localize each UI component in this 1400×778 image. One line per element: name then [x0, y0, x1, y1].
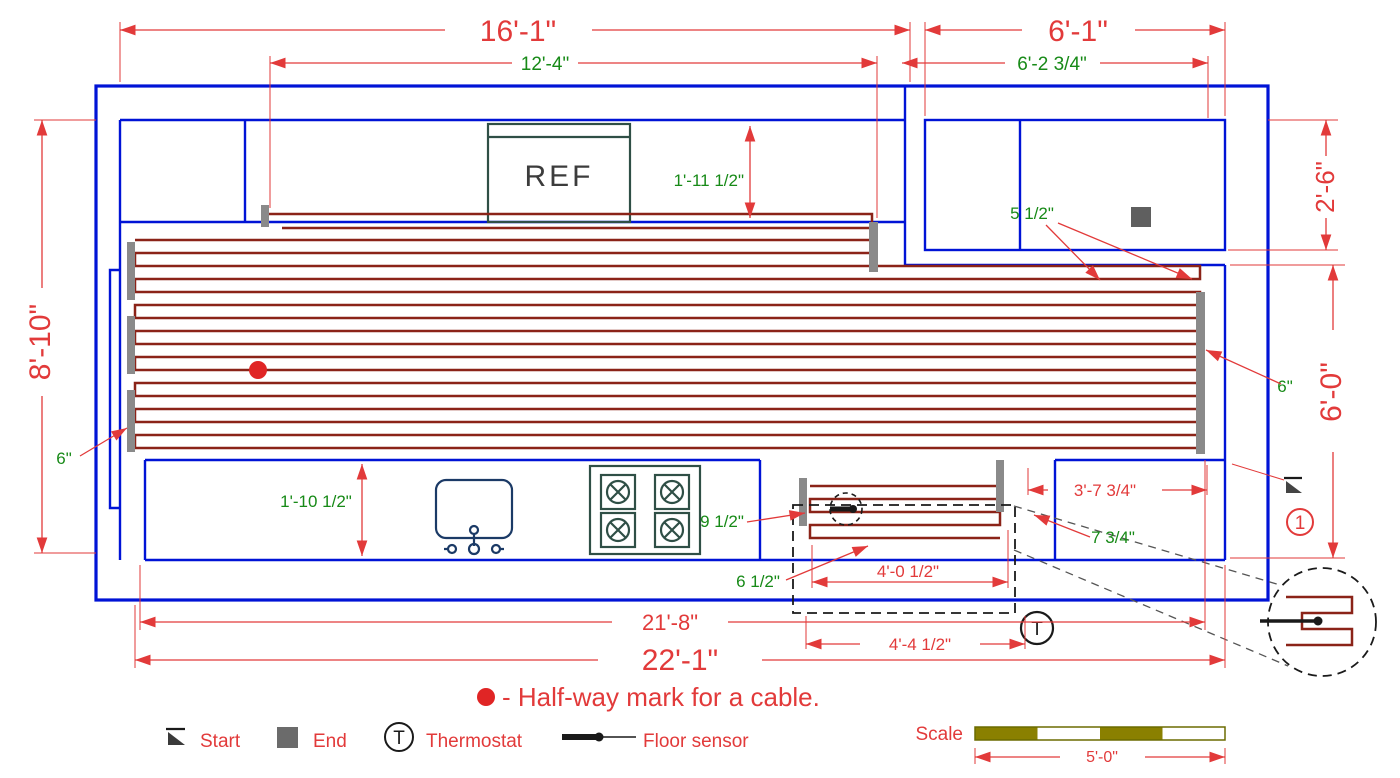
thermostat-zone — [792, 504, 1016, 614]
legend-thermostat-label: Thermostat — [426, 731, 523, 752]
dim-gap-small: 5 1/2" — [1010, 204, 1054, 223]
detail-number: 1 — [1295, 513, 1306, 534]
dim-island-inner: 4'-0 1/2" — [877, 562, 939, 581]
legend-thermostat-letter: T — [393, 728, 405, 749]
dim-overall-bottom: 22'-1" — [642, 644, 718, 677]
dim-margin-right: 6" — [1277, 377, 1293, 396]
start-marker — [1231, 463, 1302, 493]
end-icon — [277, 727, 298, 748]
scale-label: Scale — [915, 724, 963, 745]
walls — [94, 84, 1270, 602]
scale-length: 5'-0" — [1086, 749, 1118, 766]
halfway-note: - Half-way mark for a cable. — [477, 682, 820, 712]
dim-right-gap: 7 3/4" — [1091, 528, 1135, 547]
halfway-dot-icon — [477, 688, 495, 706]
legend-end-label: End — [313, 731, 347, 752]
dimensions: 16'-1" 6'-1" 12'-4" 6'-2 3/4" 8'-10" 2'-… — [24, 15, 1348, 677]
cable-pads — [127, 205, 1205, 526]
legend-floor-sensor-label: Floor sensor — [643, 731, 749, 752]
floor-sensor — [829, 492, 863, 526]
dim-right-counter: 3'-7 3/4" — [1074, 481, 1136, 500]
pantry-room — [923, 118, 1227, 252]
outer-wall — [94, 84, 1270, 602]
floor-sensor-icon — [562, 732, 636, 742]
dim-island-offset: 9 1/2" — [700, 512, 744, 531]
dim-pantry-top: 6'-1" — [1048, 15, 1108, 48]
dim-island-gap: 6 1/2" — [736, 572, 780, 591]
dim-bottom-inner: 21'-8" — [642, 610, 698, 635]
thermostat-symbol: T — [1019, 610, 1055, 646]
dim-margin-left: 6" — [56, 449, 72, 468]
start-icon — [166, 727, 185, 745]
stove — [588, 464, 702, 556]
detail-number-bubble: 1 — [1286, 508, 1314, 536]
dim-field-height: 6'-0" — [1315, 362, 1348, 422]
scale-bar: Scale 5'-0" — [915, 724, 1226, 766]
sink — [434, 478, 514, 556]
dim-pantry-depth: 2'-6" — [1310, 161, 1340, 213]
dim-island-outer: 4'-4 1/2" — [889, 635, 951, 654]
dim-left-height: 8'-10" — [24, 304, 57, 380]
thermostat-letter: T — [1031, 619, 1043, 640]
end-marker — [1131, 207, 1151, 227]
legend-start-label: Start — [200, 731, 241, 752]
dim-cable-width: 12'-4" — [521, 54, 569, 75]
dim-overall-top: 16'-1" — [480, 15, 556, 48]
thermostat-icon: T — [384, 722, 414, 752]
dim-pantry-inner: 6'-2 3/4" — [1017, 54, 1087, 75]
halfway-note-text: - Half-way mark for a cable. — [502, 682, 820, 712]
ref-label: REF — [525, 160, 594, 193]
halfway-mark — [249, 361, 267, 379]
refrigerator: REF — [486, 122, 632, 224]
legend: Start End T Thermostat Floor sensor — [166, 722, 749, 752]
detail-callout — [1013, 505, 1377, 677]
dim-counter-depth: 1'-10 1/2" — [280, 492, 352, 511]
dim-ref-to-wall: 1'-11 1/2" — [674, 171, 744, 190]
